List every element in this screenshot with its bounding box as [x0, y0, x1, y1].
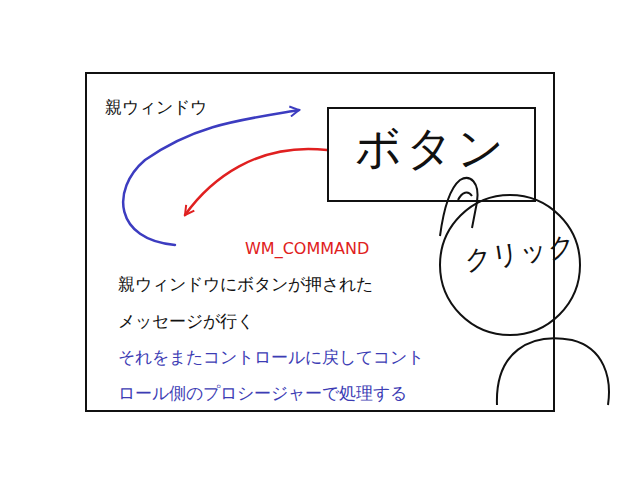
- person-finger: [458, 193, 472, 200]
- message-arrow: [185, 149, 327, 215]
- window-title: 親ウィンドウ: [105, 98, 207, 117]
- message-arrow: [123, 110, 299, 245]
- person-body: [497, 338, 609, 405]
- message-name: WM_COMMAND: [245, 238, 445, 260]
- person-hand: [440, 178, 478, 236]
- button-label: ボタン: [329, 123, 534, 174]
- click-text: クリック: [462, 226, 595, 278]
- button-box: ボタン: [327, 107, 536, 202]
- note-text: それをまたコントロールに戻してコント ロール側のプロシージャーで処理する: [118, 339, 478, 411]
- note-text: 親ウィンドウにボタンが押された メッセージが行く: [118, 266, 448, 340]
